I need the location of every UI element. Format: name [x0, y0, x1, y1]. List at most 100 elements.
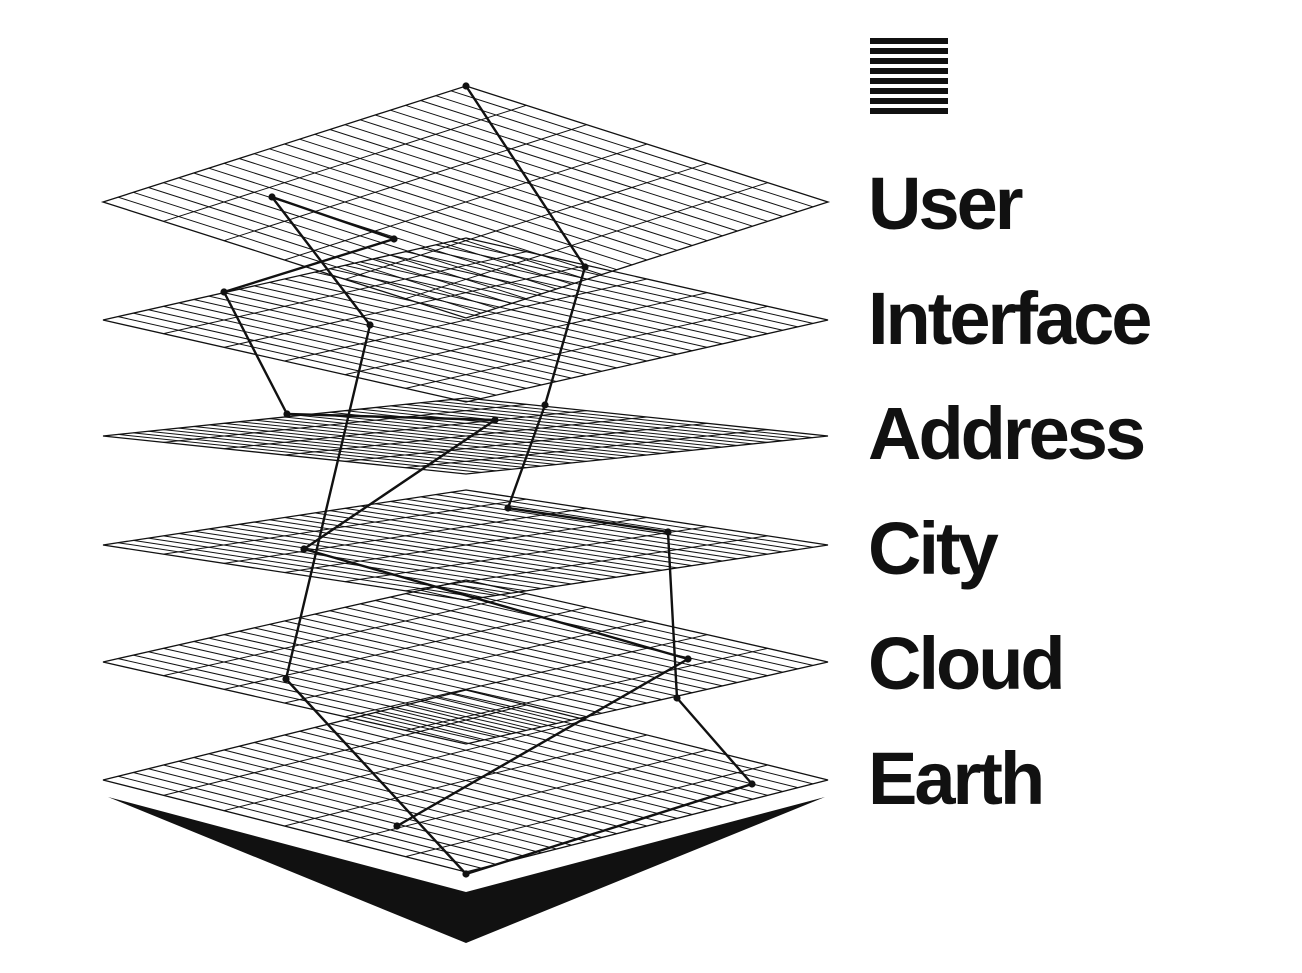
grid-line — [435, 586, 798, 670]
grid-line — [148, 651, 512, 735]
grid-line — [344, 719, 708, 812]
grid-line — [269, 738, 633, 831]
grid-line — [178, 302, 542, 386]
grid-line — [148, 430, 512, 470]
grid-line — [133, 191, 497, 309]
connection-node — [684, 655, 692, 663]
grid-line — [435, 95, 798, 213]
grid-line — [284, 734, 648, 827]
grid-line — [118, 542, 482, 599]
grid-line — [178, 533, 542, 590]
grid-line — [344, 124, 708, 242]
grid-line — [299, 275, 663, 359]
grid-line — [375, 600, 738, 683]
grid-line — [208, 295, 572, 379]
grid-line — [390, 708, 753, 800]
grid-line — [405, 704, 768, 796]
grid-line — [314, 413, 678, 453]
grid-line — [223, 292, 587, 376]
grid-line — [405, 104, 768, 222]
grid-line — [450, 240, 814, 324]
grid-line — [359, 119, 723, 237]
grid-line — [314, 133, 678, 251]
grid-line — [223, 162, 587, 280]
grid-line — [284, 517, 648, 573]
plane-2 — [102, 397, 829, 475]
connection-path — [222, 85, 754, 876]
connection-node — [300, 545, 308, 553]
grid-line — [435, 697, 798, 789]
icon-bar — [870, 78, 948, 84]
grid-line — [223, 526, 587, 583]
grid-line — [178, 760, 542, 854]
layer-label-earth: Earth — [868, 737, 1045, 820]
grid-line — [420, 496, 783, 553]
grid-line — [450, 399, 813, 439]
grid-line — [420, 402, 783, 442]
connection-node — [268, 193, 276, 201]
grid-line — [329, 129, 693, 246]
grid-line — [269, 281, 633, 365]
grid-line — [163, 647, 527, 731]
grid-line — [360, 261, 723, 345]
grid-line — [208, 424, 572, 464]
grid-line — [284, 143, 648, 261]
grid-line — [450, 90, 814, 208]
icon-bar — [870, 88, 948, 94]
grid-line — [208, 753, 572, 846]
grid-line — [360, 603, 723, 687]
grid-line — [390, 596, 753, 680]
grid-line — [375, 503, 738, 560]
grid-line — [133, 432, 497, 472]
grid-line — [329, 510, 693, 567]
connection-node — [748, 780, 756, 788]
grid-line — [269, 519, 632, 576]
connection-node — [541, 401, 549, 409]
plane-0 — [100, 85, 831, 319]
grid-line — [254, 521, 617, 578]
layer-label-address: Address — [868, 392, 1146, 475]
grid-line — [118, 658, 482, 742]
grid-line — [269, 623, 633, 707]
grid-line — [344, 606, 708, 690]
grid-line — [314, 271, 678, 355]
plane-4 — [102, 579, 829, 745]
grid-line — [344, 507, 708, 564]
grid-line — [148, 187, 512, 304]
layer-label-list: User Interface Address City Cloud Earth — [868, 160, 1152, 850]
grid-line — [390, 109, 753, 227]
grid-line — [284, 416, 648, 456]
layer-label-city: City — [868, 507, 999, 590]
icon-bar — [870, 98, 948, 104]
connection-node — [393, 822, 401, 830]
grid-line — [314, 727, 678, 819]
grid-line — [375, 114, 738, 232]
grid-line — [420, 100, 783, 217]
grid-line — [390, 405, 753, 445]
grid-line — [254, 419, 617, 459]
base-slab — [108, 797, 825, 943]
grid-line — [178, 427, 542, 467]
grid-line — [193, 757, 557, 850]
grid-line — [193, 426, 557, 465]
grid-line — [405, 593, 768, 677]
grid-line — [208, 167, 572, 285]
connection-node — [504, 504, 512, 512]
grid-line — [420, 247, 783, 331]
grid-line — [360, 715, 723, 808]
grid-line — [193, 299, 557, 382]
connection-node — [462, 870, 470, 878]
grid-line — [299, 138, 663, 256]
connection-node — [366, 321, 374, 329]
grid-line — [117, 196, 482, 314]
grid-line — [375, 712, 738, 804]
icon-bar — [870, 38, 948, 44]
grid-line — [118, 775, 482, 869]
icon-bar — [870, 48, 948, 54]
grid-line — [390, 254, 753, 338]
plane-3 — [102, 489, 829, 601]
plane-1 — [102, 237, 829, 403]
plane-5 — [102, 689, 829, 873]
grid-line — [239, 745, 602, 838]
